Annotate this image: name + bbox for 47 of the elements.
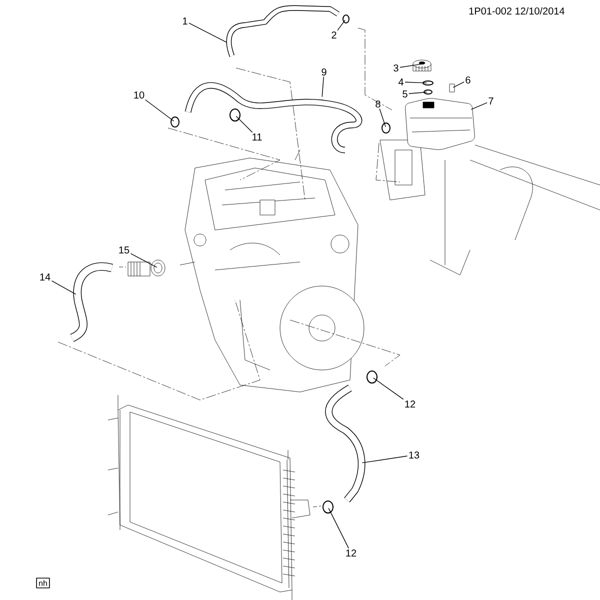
leader-line [51,280,76,295]
leader-line [328,508,350,549]
part-drawing [405,98,475,150]
code-box: nh [36,578,50,588]
leader-line [322,76,324,98]
callout-number: 10 [134,91,144,99]
callout-number: 7 [488,98,494,104]
callout-number: 5 [402,90,408,98]
callout-number: 1 [183,18,188,24]
part-drawing [449,84,455,92]
part-drawing [128,260,166,276]
callout-number: 15 [119,246,130,254]
callout-number: 12 [346,550,356,556]
leader-line [144,99,174,122]
leader-line [400,64,422,68]
part-drawing [322,500,334,514]
part-drawing [382,122,390,134]
callout-number: 3 [394,64,398,72]
leader-line [408,92,428,94]
leader-line [130,253,158,268]
part-drawing [366,370,378,384]
leader-line [404,82,428,84]
leader-line [379,108,386,128]
part-drawing [226,5,340,57]
part-drawing [422,80,434,86]
leader-line [362,456,408,464]
callout-number: 4 [398,78,404,86]
leader-line [372,378,404,400]
part-drawing [412,60,432,72]
part-drawing [170,116,180,128]
part-drawing [70,262,113,342]
leader-line [188,22,228,43]
part-drawing [424,90,432,94]
part-drawing [342,14,350,24]
part-drawing [184,82,362,154]
callout-number: 6 [466,76,470,84]
leader-line [470,102,488,110]
drawing-number: 1P01-002 12/10/2014 [469,7,564,15]
leader-line [337,20,346,31]
part-drawing [325,384,366,502]
leader-line [236,116,253,133]
callout-number: 8 [376,100,380,108]
callout-number: 12 [405,400,416,408]
leader-line [452,82,464,88]
callout-number: 9 [322,68,326,76]
callout-number: 14 [40,274,50,280]
callout-number: 13 [409,451,420,459]
